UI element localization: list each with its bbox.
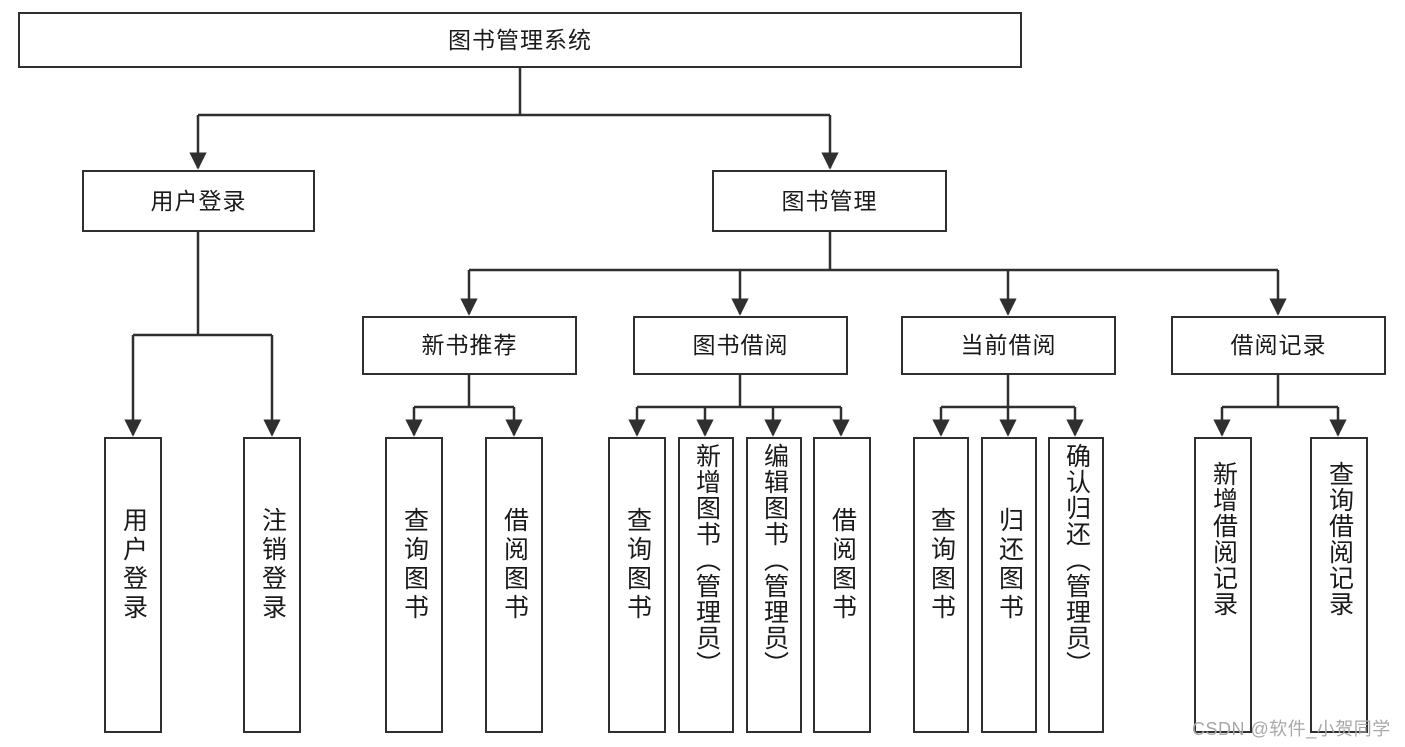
- watermark-text: CSDN @软件_小贺同学: [1192, 719, 1391, 739]
- node-book-management-label: 图书管理: [781, 187, 878, 214]
- node-confirm-return-admin-label: 确认归还（管理员）: [1062, 443, 1091, 677]
- node-root[interactable]: 图书管理系统: [18, 12, 1022, 68]
- node-add-book-admin[interactable]: 新增图书（管理员）: [678, 437, 734, 733]
- node-current-borrow-label: 当前借阅: [960, 332, 1057, 359]
- node-new-book-recommend-label: 新书推荐: [421, 332, 518, 359]
- node-book-borrow-label: 图书借阅: [692, 332, 789, 359]
- node-user-login-leaf[interactable]: 用户登录: [104, 437, 162, 733]
- node-add-borrow-record-label: 新增借阅记录: [1209, 461, 1238, 617]
- node-query-book-2-label: 查询图书: [623, 507, 652, 623]
- node-borrow-record[interactable]: 借阅记录: [1171, 316, 1386, 375]
- node-book-management[interactable]: 图书管理: [712, 170, 947, 232]
- node-user-login-leaf-label: 用户登录: [119, 507, 148, 623]
- node-borrow-book-2[interactable]: 借阅图书: [813, 437, 871, 733]
- node-query-borrow-record-label: 查询借阅记录: [1325, 461, 1354, 617]
- node-borrow-book-1-label: 借阅图书: [500, 507, 529, 623]
- node-root-label: 图书管理系统: [448, 26, 592, 53]
- node-query-book-2[interactable]: 查询图书: [608, 437, 666, 733]
- node-return-book[interactable]: 归还图书: [981, 437, 1037, 733]
- node-borrow-book-1[interactable]: 借阅图书: [485, 437, 543, 733]
- node-query-borrow-record[interactable]: 查询借阅记录: [1310, 437, 1368, 733]
- node-query-book-1[interactable]: 查询图书: [385, 437, 443, 733]
- node-new-book-recommend[interactable]: 新书推荐: [362, 316, 577, 375]
- node-query-book-1-label: 查询图书: [400, 507, 429, 623]
- node-user-login-label: 用户登录: [150, 187, 247, 214]
- node-borrow-book-2-label: 借阅图书: [828, 507, 857, 623]
- node-query-book-3[interactable]: 查询图书: [913, 437, 969, 733]
- node-logout-leaf-label: 注销登录: [258, 507, 287, 623]
- node-current-borrow[interactable]: 当前借阅: [901, 316, 1116, 375]
- node-query-book-3-label: 查询图书: [927, 507, 956, 623]
- node-logout-leaf[interactable]: 注销登录: [243, 437, 301, 733]
- node-edit-book-admin[interactable]: 编辑图书（管理员）: [746, 437, 802, 733]
- node-add-borrow-record[interactable]: 新增借阅记录: [1194, 437, 1252, 733]
- node-edit-book-admin-label: 编辑图书（管理员）: [760, 443, 789, 677]
- node-add-book-admin-label: 新增图书（管理员）: [692, 443, 721, 677]
- node-return-book-label: 归还图书: [995, 507, 1024, 623]
- node-borrow-record-label: 借阅记录: [1230, 332, 1327, 359]
- node-confirm-return-admin[interactable]: 确认归还（管理员）: [1048, 437, 1104, 733]
- node-user-login[interactable]: 用户登录: [82, 170, 315, 232]
- node-book-borrow[interactable]: 图书借阅: [633, 316, 848, 375]
